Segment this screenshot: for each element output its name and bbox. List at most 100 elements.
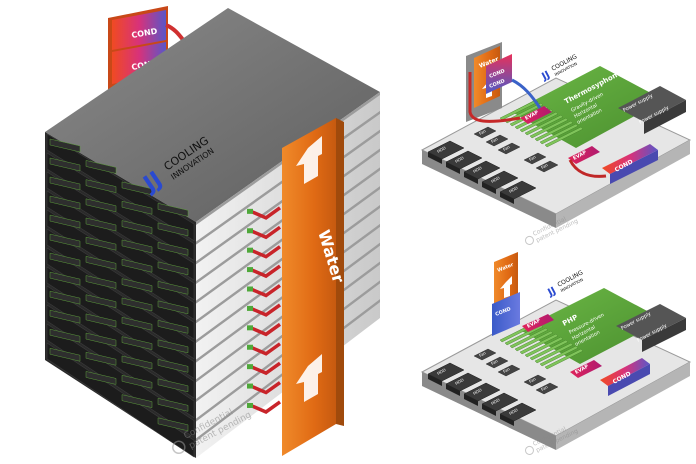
fan-label: Fan bbox=[490, 136, 499, 144]
drive-bay bbox=[121, 297, 153, 312]
drive-bay bbox=[85, 160, 117, 174]
cold-plate-tip bbox=[247, 267, 253, 273]
hdd-label: HDD bbox=[490, 175, 500, 184]
hdd-side bbox=[428, 374, 442, 386]
ts-evap-2 bbox=[568, 146, 600, 164]
drive-bay bbox=[85, 332, 117, 347]
hdd-unit bbox=[481, 392, 519, 412]
heatsink-fin bbox=[544, 348, 584, 370]
cold-plate-tip bbox=[247, 364, 253, 370]
heatsink-fin bbox=[524, 114, 564, 136]
drive-bay bbox=[121, 374, 153, 389]
drive-bay bbox=[121, 239, 153, 254]
hdd-label: HDD bbox=[508, 407, 518, 416]
water-arrow-up-icon-lower bbox=[296, 354, 322, 402]
fan-unit bbox=[473, 348, 497, 361]
cold-plate-tip bbox=[247, 344, 253, 350]
drive-bay bbox=[49, 176, 81, 191]
cold-plate-pipe bbox=[251, 303, 282, 317]
php-module: PHP Pressure-driven Horizontal orientati… bbox=[420, 252, 692, 455]
drive-bay bbox=[49, 157, 81, 172]
rack-slot bbox=[46, 323, 195, 438]
hdd-side bbox=[446, 384, 460, 396]
heatsink-fin bbox=[529, 117, 569, 139]
drive-bay bbox=[157, 320, 189, 334]
drive-bay bbox=[49, 309, 81, 324]
cold-plate-pipe bbox=[251, 225, 282, 240]
drive-bay bbox=[85, 313, 117, 328]
cold-plate-pipe bbox=[251, 284, 282, 298]
hdd-side bbox=[500, 192, 514, 204]
cold-plate-pipe bbox=[251, 245, 282, 259]
hdd-label: HDD bbox=[454, 377, 464, 386]
ts-side-cond bbox=[602, 144, 658, 174]
drive-bay bbox=[157, 300, 189, 315]
fan-unit bbox=[485, 134, 509, 147]
php-evap-1 bbox=[522, 314, 554, 332]
drive-bay bbox=[157, 378, 189, 393]
heatsink-fin bbox=[519, 111, 559, 133]
rack-slot bbox=[46, 247, 195, 360]
hdd-label: HDD bbox=[436, 367, 446, 376]
cold-plate-tip bbox=[247, 383, 253, 389]
heatsink-fin bbox=[539, 345, 579, 367]
cold-plate-tip bbox=[247, 305, 253, 311]
cold-plate-tip bbox=[247, 228, 253, 234]
drive-bay bbox=[157, 359, 189, 373]
rack-slot bbox=[46, 209, 195, 320]
cold-plate-pipe bbox=[251, 342, 282, 356]
drive-bay bbox=[121, 316, 153, 331]
drive-bay bbox=[157, 281, 189, 295]
hdd-unit bbox=[445, 372, 483, 392]
hdd-side bbox=[464, 172, 478, 184]
drive-bay bbox=[85, 217, 117, 232]
heatsink-fin bbox=[509, 327, 549, 349]
ts-power-supply bbox=[618, 86, 686, 122]
hdd-side bbox=[446, 162, 460, 174]
rack-slot bbox=[46, 171, 195, 281]
rack-slot bbox=[46, 228, 195, 340]
drive-bay bbox=[157, 222, 189, 237]
ts-logo: JJ COOLING INNOVATION bbox=[539, 53, 578, 83]
php-logo: JJ COOLING INNOVATION bbox=[545, 269, 584, 299]
drive-bay bbox=[49, 347, 81, 362]
hdd-unit bbox=[499, 402, 537, 422]
drive-bay bbox=[121, 181, 153, 196]
hdd-label: HDD bbox=[472, 387, 482, 396]
heatsink-fin bbox=[539, 123, 579, 145]
hdd-side bbox=[428, 152, 442, 164]
drive-bay bbox=[49, 195, 81, 210]
rack-slot bbox=[46, 190, 195, 301]
php-cond-label: COND bbox=[495, 306, 512, 318]
php-patent-seal-icon bbox=[524, 445, 534, 455]
hdd-side bbox=[464, 394, 478, 406]
fan-unit bbox=[497, 364, 521, 377]
fan-unit bbox=[485, 356, 509, 369]
hdd-unit bbox=[427, 362, 465, 382]
rack-slot bbox=[46, 304, 195, 419]
ts-evap-1 bbox=[520, 106, 552, 124]
rack-slot bbox=[46, 342, 195, 458]
fan-label: Fan bbox=[528, 376, 537, 384]
heatsink-fin bbox=[519, 333, 559, 355]
hdd-label: HDD bbox=[472, 165, 482, 174]
rack-slot bbox=[46, 133, 195, 242]
drive-bay bbox=[49, 214, 81, 229]
heatsink-fin bbox=[534, 342, 574, 364]
fan-unit bbox=[535, 160, 559, 173]
cold-plate-pipe bbox=[251, 206, 282, 220]
php-side-cond bbox=[600, 358, 650, 386]
rack-slot bbox=[46, 285, 195, 399]
hdd-side bbox=[482, 182, 496, 194]
drive-bay bbox=[85, 294, 117, 309]
cold-plate-pipe bbox=[251, 322, 282, 337]
drive-bay bbox=[85, 236, 117, 251]
drive-bay bbox=[157, 203, 189, 217]
hdd-side bbox=[482, 404, 496, 416]
heatsink-fin bbox=[524, 336, 564, 358]
drive-bay bbox=[49, 271, 81, 286]
drive-bay bbox=[49, 252, 81, 267]
fan-label: Fan bbox=[478, 350, 487, 358]
